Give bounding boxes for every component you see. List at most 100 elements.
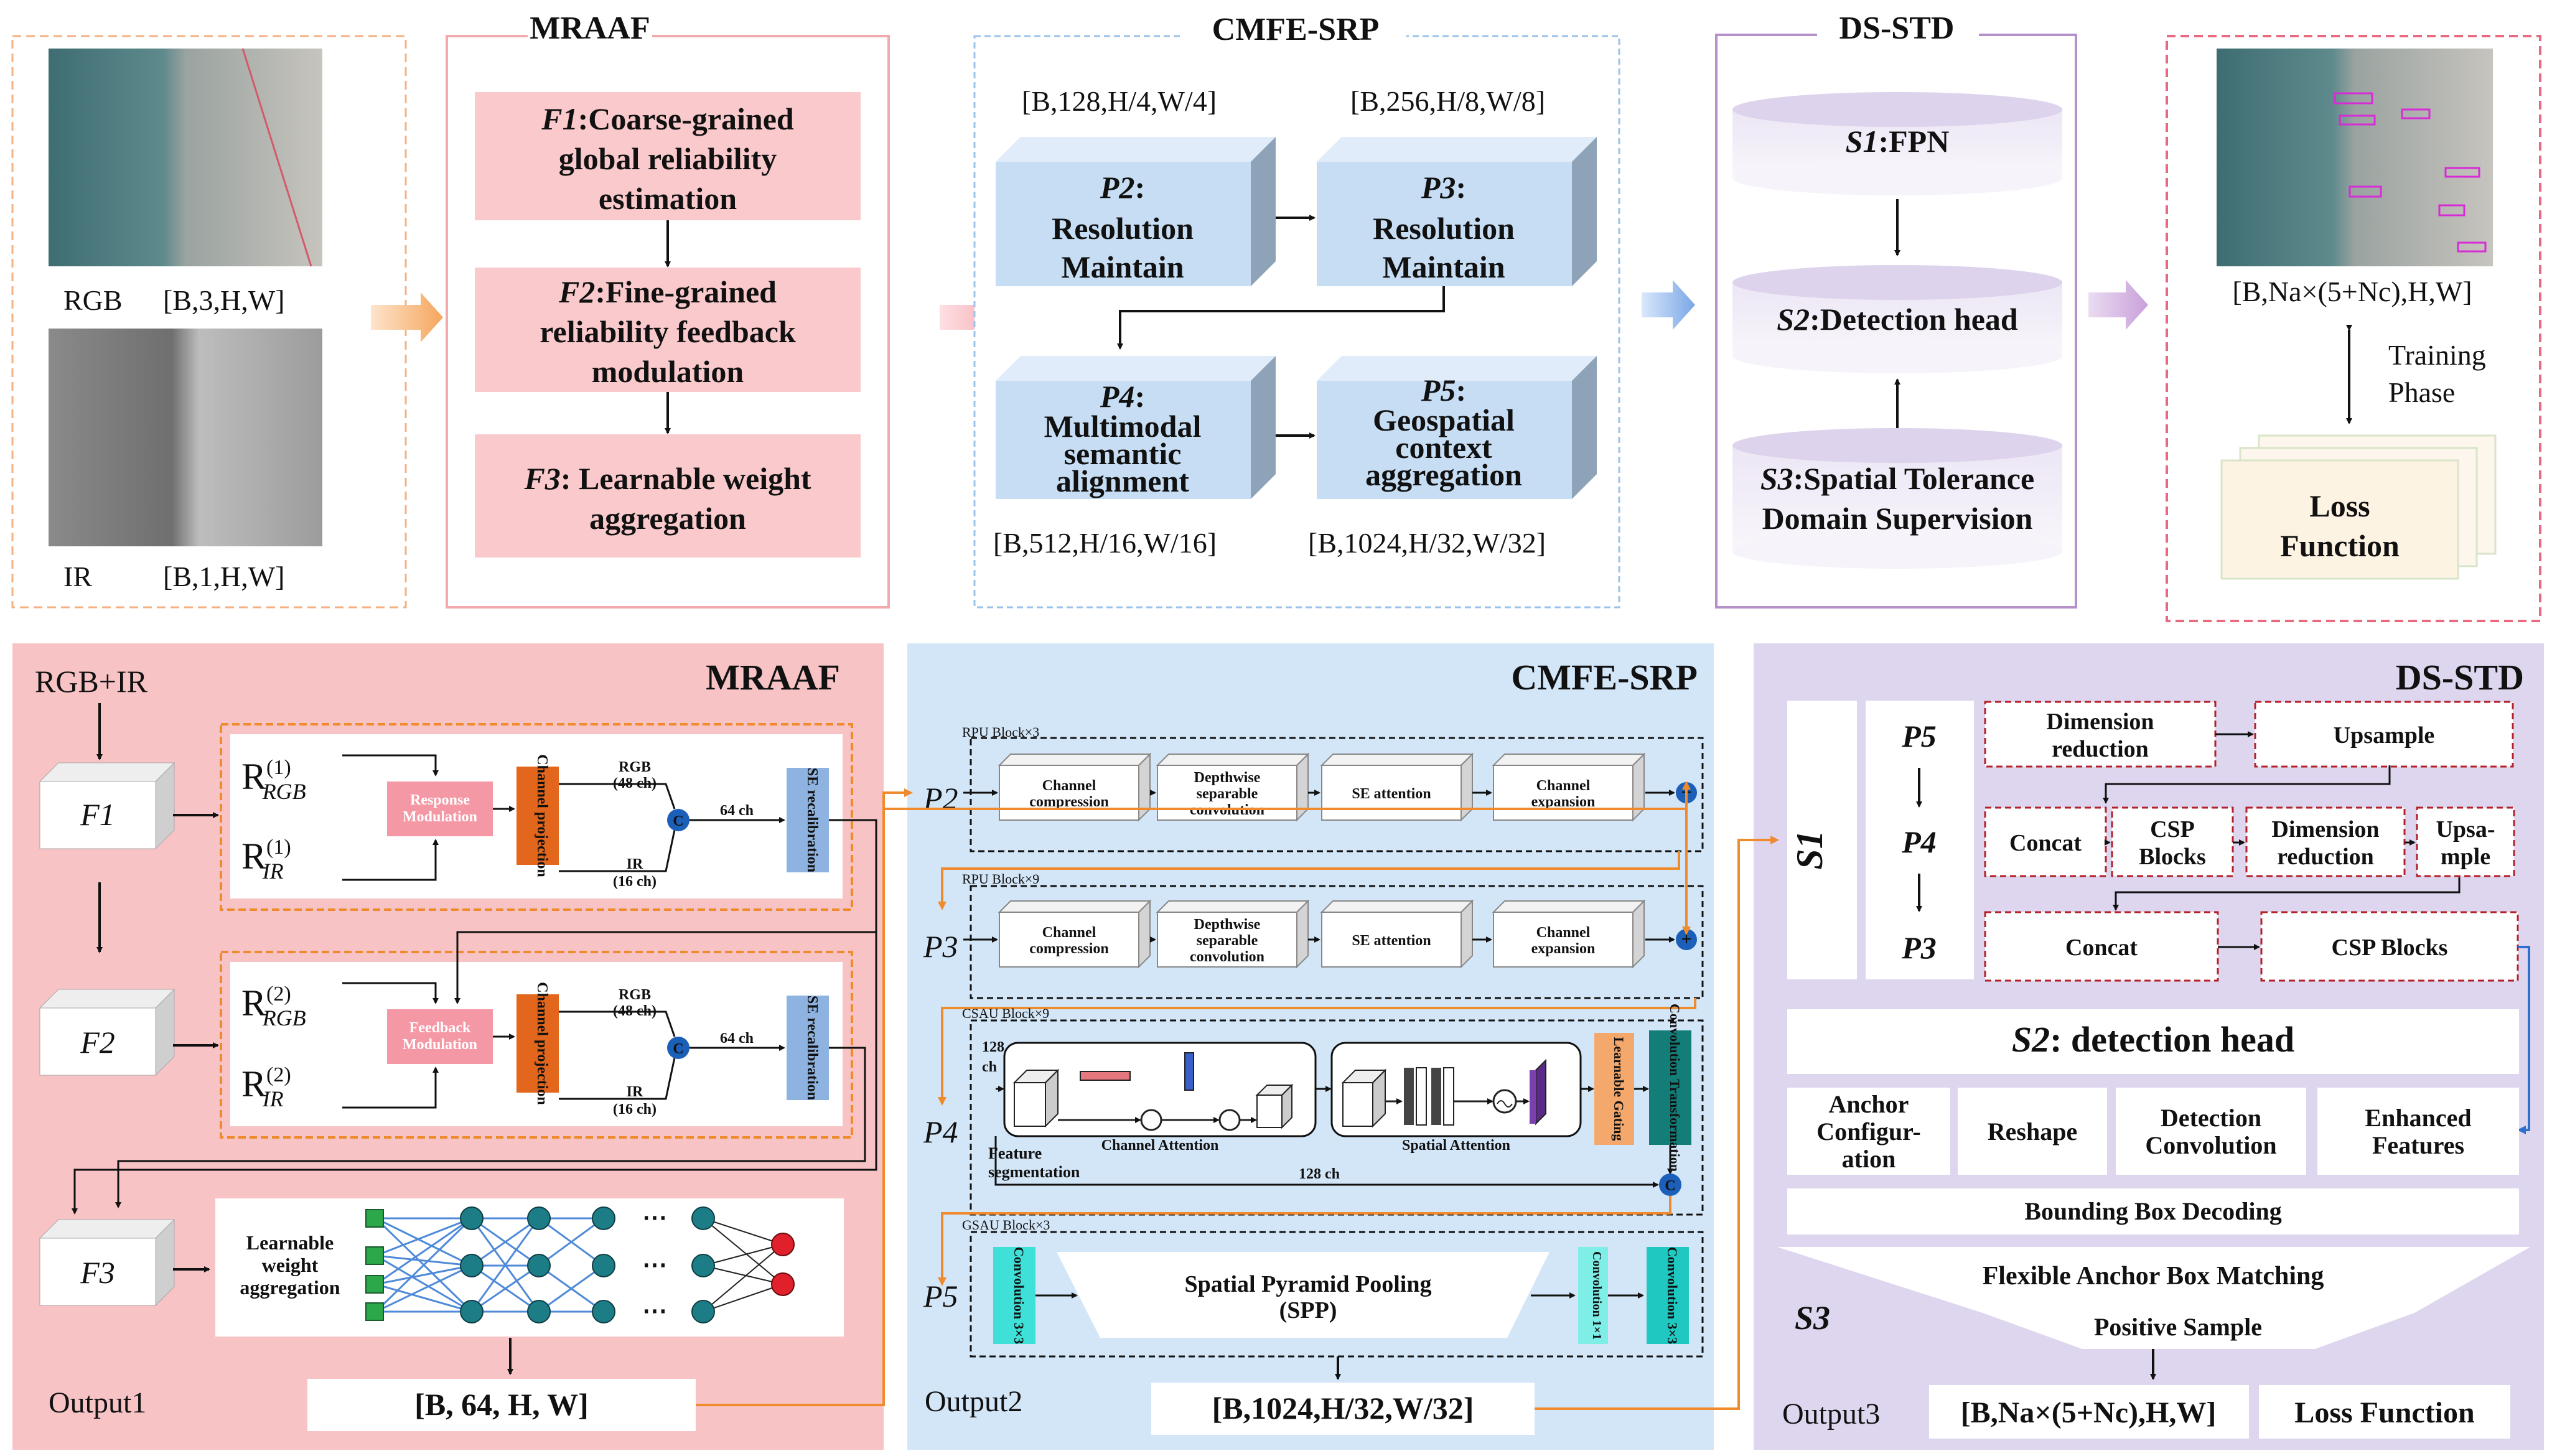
se-recal-2-label: SE recalibration — [804, 996, 820, 1100]
channel-compression-box-0 — [999, 765, 1139, 821]
reshape-box — [1958, 1088, 2107, 1175]
fpn-dimred-1-label-1: reduction — [2052, 736, 2149, 762]
mraaf-bottom-title: MRAAF — [706, 657, 840, 698]
channel-expansion-label-1-1: expansion — [1531, 941, 1596, 957]
concat-1-label: C — [673, 813, 683, 829]
csau-skip-line — [994, 1136, 1659, 1188]
s2-cylinder — [1732, 265, 2062, 373]
p2-l2: Maintain — [1061, 250, 1184, 284]
p3-label: P3 — [923, 929, 958, 964]
f1-text-2: global reliability — [559, 141, 777, 176]
anchor-config-box-label-2: ation — [1842, 1145, 1896, 1173]
ir-ch-1b: (16 ch) — [613, 874, 657, 890]
f1-text: F1:Coarse-grained — [541, 101, 794, 136]
depthwise-conv-label-1-2: convolution — [1190, 949, 1264, 965]
csau-block — [970, 1019, 1704, 1216]
rgb-ch-1: RGB — [619, 759, 651, 775]
p4-to-p5-line — [938, 1196, 1671, 1286]
rpu-rows: ChannelcompressionDepthwiseseparableconv… — [963, 752, 1697, 969]
fpn-dimred-2-label-0: Dimension — [2271, 816, 2379, 842]
channel-projection-1 — [516, 767, 559, 865]
rgbir-input: RGB+IR — [35, 664, 148, 699]
spatial-attention-label: Spatial Attention — [1402, 1137, 1510, 1154]
channel-expansion-box-0 — [1493, 765, 1634, 821]
output3-box — [1929, 1385, 2249, 1439]
f2-text-2: reliability feedback — [540, 314, 796, 349]
se-attention-top-1 — [1320, 900, 1474, 913]
p3-shape: [B,256,H/8,W/8] — [1350, 85, 1545, 117]
f2-text: F2:Fine-grained — [558, 274, 777, 309]
p4-block — [996, 356, 1276, 499]
spatial-attention-graphic — [1341, 1058, 1546, 1128]
p3-l1: Resolution — [1373, 211, 1515, 246]
rgb-shape: [B,3,H,W] — [163, 284, 284, 316]
ch64-1: 64 ch — [720, 803, 754, 819]
p3-block — [1317, 137, 1597, 286]
depthwise-conv-side-0 — [1296, 752, 1309, 822]
spp-trapezoid — [1057, 1252, 1549, 1338]
s2-banner — [1787, 1009, 2519, 1074]
se-attention-side-1 — [1461, 899, 1473, 969]
fpn-upsample-1 — [2254, 701, 2514, 768]
nn-edges — [375, 1217, 604, 1313]
fpn-concat-1-label-0: Concat — [2009, 830, 2082, 856]
ch128b-label: 128 ch — [1299, 1166, 1340, 1182]
r2-rgb-arrow — [342, 982, 439, 1004]
p-labels-panel — [1866, 701, 1974, 979]
ch-word-label: ch — [982, 1059, 997, 1075]
output2-box — [1151, 1383, 1535, 1435]
r2-ir-arrow — [342, 1066, 439, 1109]
channel-projection-2 — [516, 994, 559, 1093]
nn-hidden-nodes — [460, 1206, 715, 1323]
channel-expansion-side-1 — [1632, 899, 1645, 969]
s1-panel — [1787, 701, 1857, 979]
nn-dots-2: ⋯ — [642, 1251, 667, 1279]
p5-block — [1317, 356, 1597, 499]
channel-expansion-side-0 — [1632, 752, 1645, 822]
channel-attention-graphic — [1012, 1052, 1294, 1131]
channel-expansion-label-1-0: Channel — [1536, 925, 1591, 941]
rgb-ch-2: RGB — [619, 987, 651, 1003]
output3-shape: [B,Na×(5+Nc),H,W] — [1961, 1396, 2217, 1429]
nn-dots-3: ⋯ — [642, 1297, 667, 1325]
se-recal-2 — [787, 996, 829, 1100]
r2-rgb: R(2)RGB — [241, 982, 306, 1030]
detection-image — [2217, 49, 2493, 266]
f1-cube — [39, 762, 175, 850]
p2-key: P2: — [1100, 170, 1145, 205]
learnable-gating-label: Learnable Gating — [1611, 1037, 1627, 1141]
flex-label: Flexible Anchor Box Matching — [1983, 1262, 2324, 1290]
csau-concat — [1659, 1174, 1681, 1196]
p2-label: P2 — [923, 781, 958, 816]
dsstd-p3: P3 — [1901, 930, 1937, 965]
p5-shape: [B,1024,H/32,W/32] — [1308, 527, 1546, 559]
enhanced-features-box-label-0: Enhanced — [2365, 1104, 2471, 1132]
rgb-branch-2 — [559, 1010, 676, 1037]
channel-expansion-top-0 — [1492, 754, 1646, 766]
nn-output-nodes — [771, 1233, 795, 1296]
csp-to-head-line — [2517, 946, 2530, 1134]
output1-to-p2-line — [696, 788, 913, 1406]
r1-rgb: R(1)RGB — [241, 756, 306, 804]
rpu9-block — [970, 885, 1704, 999]
flow-arrow-4 — [2088, 280, 2148, 330]
lw-l2: weight — [262, 1254, 319, 1276]
s3-text: S3:Spatial Tolerance — [1760, 461, 2034, 496]
enhanced-features-box-label-1: Features — [2372, 1131, 2464, 1159]
p4-l3: alignment — [1056, 464, 1189, 498]
channel-compression-label-1-1: compression — [1029, 941, 1109, 957]
depthwise-conv-label-1-1: separable — [1197, 933, 1258, 949]
ch128-label: 128 — [982, 1039, 1004, 1055]
csau-label: CSAU Block×9 — [962, 1006, 1049, 1021]
f1-detail-block — [220, 723, 853, 911]
rpu-add-1 — [1676, 929, 1697, 950]
rpu9-label: RPU Block×9 — [962, 871, 1039, 887]
s3-label: S3 — [1795, 1299, 1830, 1337]
s2-text: S2:Detection head — [1777, 302, 2018, 337]
anchor-config-box — [1787, 1088, 1950, 1175]
ir-branch-2 — [559, 1057, 676, 1100]
loss-stack — [2220, 434, 2497, 580]
fpn-csp-1-label-0: CSP — [2150, 816, 2195, 842]
fpn-dimred-1 — [1984, 701, 2217, 768]
rpu3-block — [970, 737, 1704, 852]
